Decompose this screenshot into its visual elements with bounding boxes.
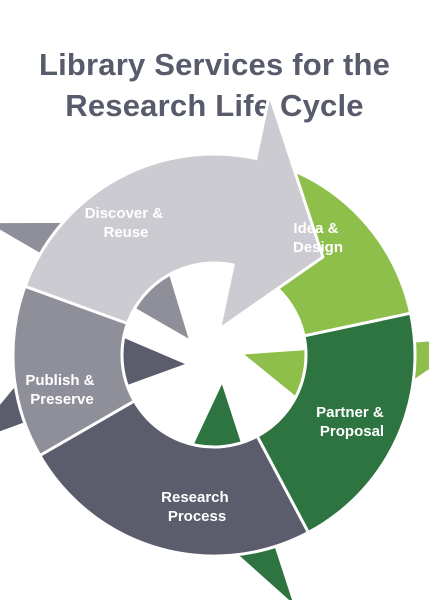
stage-label-idea-design: Idea & Design xyxy=(293,220,343,256)
stage-label-discover-reuse: Discover & Reuse xyxy=(85,205,168,241)
stage-segment-discover-reuse xyxy=(23,88,325,333)
cycle-labels: Idea & Design Partner & Proposal Researc… xyxy=(25,205,388,525)
cycle-segments xyxy=(0,88,429,600)
stage-label-partner-proposal: Partner & Proposal xyxy=(316,404,388,440)
title-line-1: Library Services for the xyxy=(38,47,391,82)
stage-label-research-process: Research Process xyxy=(161,489,233,525)
stage-label-publish-preserve: Publish & Preserve xyxy=(25,372,98,408)
diagram-title: Library Services for the Research Life C… xyxy=(0,44,429,126)
title-line-2: Research Life Cycle xyxy=(65,88,364,123)
